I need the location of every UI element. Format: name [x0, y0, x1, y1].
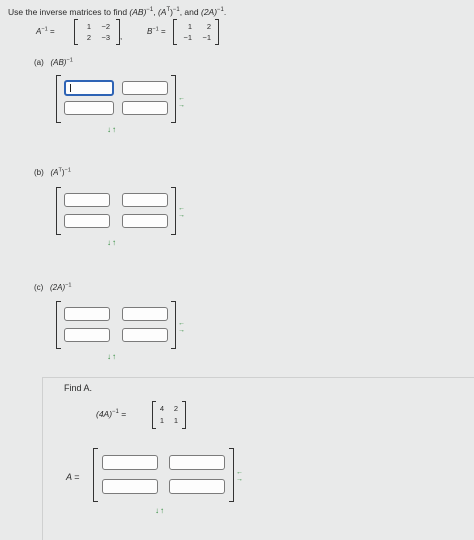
- part-a-label: (a) (AB)−1: [34, 57, 73, 67]
- fa-entry-11[interactable]: [102, 455, 158, 470]
- a-entry-11[interactable]: [64, 80, 114, 96]
- find-a-matrix-input: [93, 448, 243, 504]
- c-entry-11[interactable]: [64, 307, 110, 321]
- b-entry-12[interactable]: [122, 193, 168, 207]
- part-a-row-ops-icon[interactable]: ←→: [178, 95, 185, 109]
- a-entry-22[interactable]: [122, 101, 168, 115]
- part-c-row-ops-icon[interactable]: ←→: [178, 320, 185, 334]
- fa-entry-12[interactable]: [169, 455, 225, 470]
- a-entry-21[interactable]: [64, 101, 114, 115]
- c-entry-22[interactable]: [122, 328, 168, 342]
- b-inverse-matrix: 1 2 −1 −1: [173, 19, 223, 45]
- fa-entry-21[interactable]: [102, 479, 158, 494]
- b-inverse-label: B−1 =: [147, 26, 166, 36]
- problem-statement: Use the inverse matrices to find (AB)−1,…: [8, 7, 227, 17]
- part-a-col-ops-icon[interactable]: ↓↑: [107, 125, 117, 134]
- b-entry-21[interactable]: [64, 214, 110, 228]
- part-c-col-ops-icon[interactable]: ↓↑: [107, 352, 117, 361]
- c-entry-21[interactable]: [64, 328, 110, 342]
- part-b-label: (b) (AT)−1: [34, 167, 71, 177]
- fa-entry-22[interactable]: [169, 479, 225, 494]
- c-entry-12[interactable]: [122, 307, 168, 321]
- a-entry-12[interactable]: [122, 81, 168, 95]
- b-entry-22[interactable]: [122, 214, 168, 228]
- part-c-label: (c) (2A)−1: [34, 282, 72, 292]
- part-c-matrix-input: [56, 301, 196, 351]
- find-a-row-ops-icon[interactable]: ←→: [236, 469, 243, 483]
- four-a-inverse-matrix: 4 2 1 1: [152, 401, 196, 429]
- b-entry-11[interactable]: [64, 193, 110, 207]
- a-inverse-label: A−1 =: [36, 26, 55, 36]
- four-a-inverse-label: (4A)−1 =: [96, 409, 127, 419]
- part-b-matrix-input: [56, 187, 196, 237]
- part-a-matrix-input: [56, 75, 196, 125]
- part-b-row-ops-icon[interactable]: ←→: [178, 205, 185, 219]
- find-a-col-ops-icon[interactable]: ↓↑: [155, 506, 165, 515]
- find-a-title: Find A.: [64, 383, 93, 393]
- part-b-col-ops-icon[interactable]: ↓↑: [107, 238, 117, 247]
- a-inverse-matrix: 1 −2 2 −3: [74, 19, 124, 45]
- a-answer-label: A =: [66, 472, 80, 482]
